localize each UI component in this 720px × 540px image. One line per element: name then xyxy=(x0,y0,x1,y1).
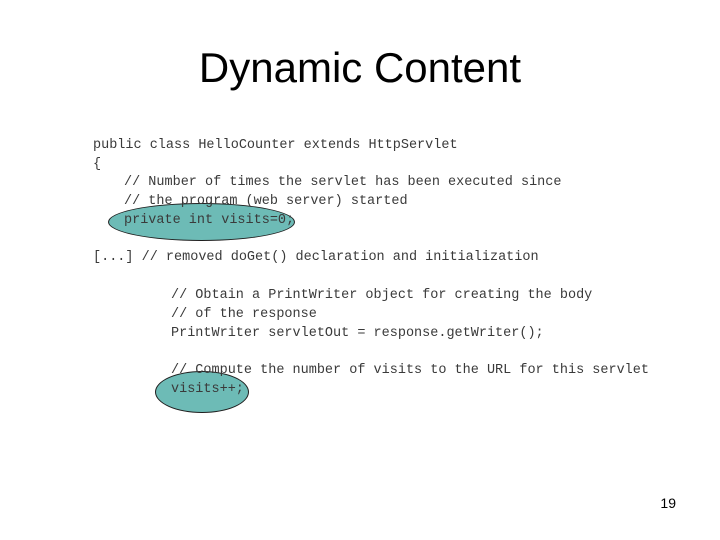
code-line-visits-increment: visits++; xyxy=(171,382,244,397)
code-line-class-declaration: public class HelloCounter extends HttpSe… xyxy=(93,138,458,153)
code-line-removed-doget: [...] // removed doGet() declaration and… xyxy=(93,250,539,265)
code-line-comment-2: // the program (web server) started xyxy=(124,194,408,209)
slide-number: 19 xyxy=(660,495,676,511)
code-line-comment-4: // of the response xyxy=(171,307,317,322)
code-line-printwriter: PrintWriter servletOut = response.getWri… xyxy=(171,326,544,341)
highlight-oval-visits-declaration xyxy=(108,203,295,241)
slide-title: Dynamic Content xyxy=(198,44,522,91)
code-line-comment-3: // Obtain a PrintWriter object for creat… xyxy=(171,288,593,303)
code-line-visits-declaration: private int visits=0; xyxy=(124,213,295,228)
highlight-oval-visits-increment xyxy=(155,371,249,413)
code-line-open-brace: { xyxy=(93,157,102,172)
code-line-comment-1: // Number of times the servlet has been … xyxy=(124,175,562,190)
code-line-comment-5: // Compute the number of visits to the U… xyxy=(171,363,649,378)
